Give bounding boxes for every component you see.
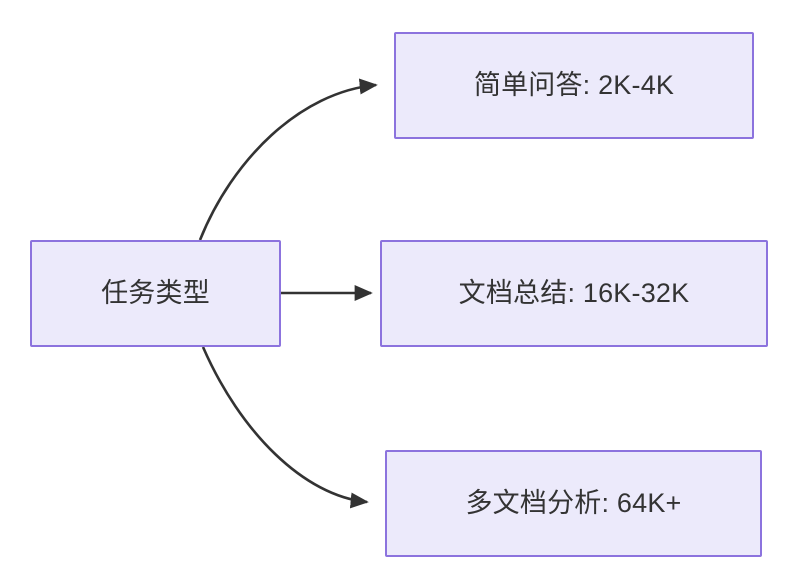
node-label-simple-qa: 简单问答: 2K-4K [473, 70, 675, 101]
node-label-task-type: 任务类型 [101, 278, 210, 309]
node-label-doc-summary: 文档总结: 16K-32K [458, 278, 690, 309]
node-label-multi-doc: 多文档分析: 64K+ [465, 488, 682, 519]
node-doc-summary[interactable]: 文档总结: 16K-32K [380, 240, 768, 347]
node-task-type[interactable]: 任务类型 [30, 240, 281, 347]
edge-source-to-simple-qa [198, 78, 378, 241]
node-simple-qa[interactable]: 简单问答: 2K-4K [394, 32, 754, 139]
edge-source-to-multi-doc [201, 346, 369, 509]
node-multi-doc[interactable]: 多文档分析: 64K+ [385, 450, 762, 557]
